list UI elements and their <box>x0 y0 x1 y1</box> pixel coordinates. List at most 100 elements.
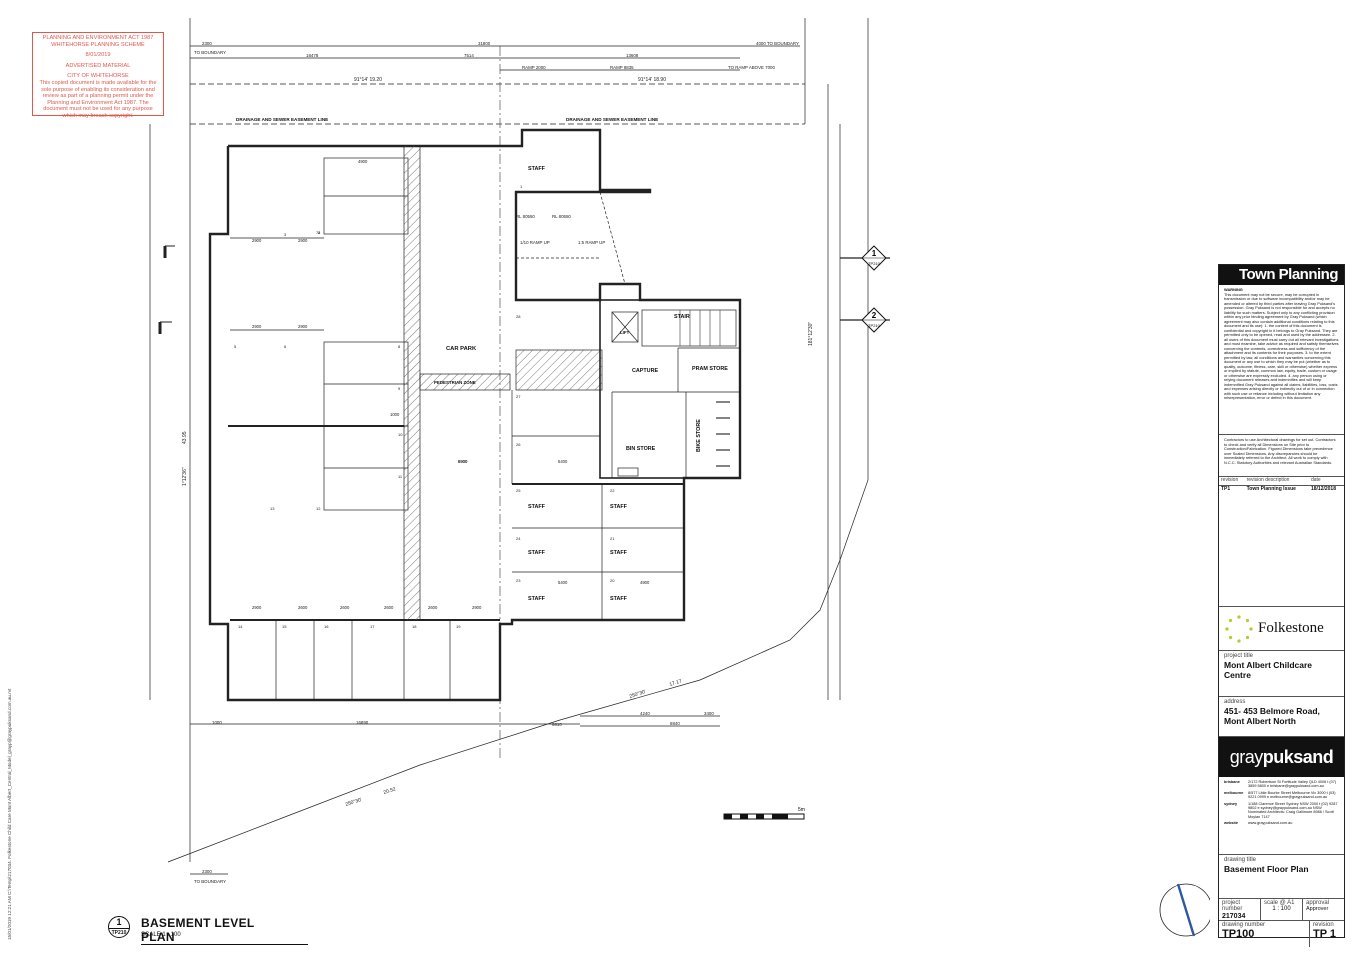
plan-title-number: 1 <box>109 917 129 929</box>
dim-bottom-boundary: 2300 <box>202 869 212 874</box>
project-title-label: project title <box>1224 653 1254 659</box>
room-label-staff-d: STAFF <box>610 550 628 556</box>
bay-dimension-label: 2600 <box>428 605 438 610</box>
bay-dimension-label: 2600 <box>384 605 394 610</box>
bay-dimension-label: 2600 <box>298 605 308 610</box>
label-easement-left: DRAINAGE AND SEWER EASEMENT LINE <box>236 117 328 122</box>
drawing-title-label: drawing title <box>1224 857 1257 863</box>
basement-floor-plan-drawing: 5m 1 TP210 2 TP210 STAFF CAR PARK PEDEST… <box>149 18 1210 937</box>
room-label-bin-store: BIN STORE <box>626 446 656 452</box>
office-item: sydney 1/188 Clarence Street Sydney NSW 2… <box>1224 802 1339 820</box>
dim-top-left: 2300 <box>202 41 212 46</box>
section-tag-1: 1 TP210 <box>861 245 887 271</box>
label-distance-3: 17.17 <box>669 678 683 688</box>
label-distance-left: 43.95 <box>182 431 188 444</box>
bay-dimension-label: 2900 <box>472 605 482 610</box>
approval-label: approval <box>1306 900 1330 906</box>
bay-number-label: 26 <box>516 442 521 447</box>
bay-number-label: 17 <box>370 624 375 629</box>
plan-title-block: 1 TP210 BASEMENT LEVEL PLAN SCALE 1 : 10… <box>108 916 308 945</box>
dim-top-c: 7514 <box>464 53 474 58</box>
bay-number-label: 5 <box>234 344 237 349</box>
bay-number-label: 2 <box>318 230 321 235</box>
bay-dimension-label: 2900 <box>298 238 308 243</box>
warning-heading: WARNING <box>1224 287 1243 292</box>
label-to-boundary-top: TO BOUNDARY <box>194 50 226 55</box>
file-path-note: 15/01/2019 12:21 AM C:\Temp\217034. Folk… <box>4 689 14 940</box>
bay-dimension-label: 6900 <box>458 459 468 464</box>
bay-number-label: 20 <box>610 578 615 583</box>
bay-dimension-label: 2900 <box>298 324 308 329</box>
room-label-staff-c: STAFF <box>528 550 546 556</box>
rev-cell-description: Town Planning Issue <box>1246 485 1296 492</box>
label-bearing-2: 91°14' 18.90 <box>638 77 666 83</box>
rev-cell-revision: TP1 <box>1221 485 1231 492</box>
warning-text: This document may not be secure, may be … <box>1224 291 1339 400</box>
office-text: 8/577 Little Bourke Street Melbourne Vic… <box>1248 790 1336 800</box>
bay-dimension-label: 4900 <box>358 159 368 164</box>
office-city: sydney <box>1224 801 1238 806</box>
dim-bottom-right: 6810 <box>552 722 562 727</box>
label-easement-right: DRAINAGE AND SEWER EASEMENT LINE <box>566 117 658 122</box>
bay-number-label: 27 <box>516 394 521 399</box>
stamp-act: PLANNING AND ENVIRONMENT ACT 1987 <box>42 35 154 41</box>
room-label-bike-store: BIKE STORE <box>696 419 702 452</box>
client-name: Folkestone <box>1258 619 1324 636</box>
dim-bottom-3: 8840 <box>670 721 680 726</box>
dim-top-b: 13608 <box>626 53 639 58</box>
revision-label: revision <box>1313 922 1334 928</box>
label-bearing-left: 1°12'36" <box>182 467 188 486</box>
bay-number-label: 1 <box>520 184 523 189</box>
rev-cell-date: 18/12/2018 <box>1310 485 1336 492</box>
room-label-car-park: CAR PARK <box>446 346 477 352</box>
stamp-date: 8/01/2019 <box>85 52 111 59</box>
room-label-pram-store: PRAM STORE <box>692 366 728 372</box>
approval-value: Approver <box>1306 905 1329 912</box>
room-label-staff-b: STAFF <box>610 504 628 510</box>
bay-dimension-label: 2900 <box>252 238 262 243</box>
bay-number-label: 15 <box>282 624 287 629</box>
bay-number-label: 19 <box>456 624 461 629</box>
bay-number-label: 6 <box>284 344 287 349</box>
room-label-staff-a: STAFF <box>528 504 546 510</box>
bay-number-label: 4 <box>318 230 321 235</box>
project-title-value: Mont Albert Childcare Centre <box>1224 659 1312 680</box>
bay-dimension-label: 2900 <box>252 605 262 610</box>
office-text: www.graypuksand.com.au <box>1248 821 1293 826</box>
drawing-number-label: drawing number <box>1222 922 1266 928</box>
rev-header-revision: revision <box>1219 477 1245 486</box>
office-text: 1/188 Clarence Street Sydney NSW 2000 t … <box>1248 801 1338 819</box>
basement-outer-wall <box>208 128 742 702</box>
drawing-title-block: Town Planning WARNING This document may … <box>1218 264 1345 947</box>
section-1-ref: TP210 <box>868 261 881 266</box>
label-ramp-8835: RAMP 8835 <box>610 65 634 70</box>
bay-number-label: 28 <box>516 314 521 319</box>
warning-section: WARNING This document may not be secure,… <box>1219 285 1344 435</box>
scale-bar: 5m <box>723 807 805 820</box>
planning-stamp: PLANNING AND ENVIRONMENT ACT 1987 WHITEH… <box>32 32 164 119</box>
project-title-section: project title Mont Albert Childcare Cent… <box>1219 651 1344 697</box>
section-2-ref: TP210 <box>868 323 881 328</box>
bay-number-label: 13 <box>270 506 275 511</box>
label-bearing-1: 91°14' 19.20 <box>354 77 382 83</box>
dim-bottom-left: 1000 <box>212 720 222 725</box>
bay-dimension-label: 5400 <box>558 459 568 464</box>
rev-header-description: revision description <box>1244 477 1309 486</box>
address-value: 451- 453 Belmore Road, Mont Albert North <box>1224 705 1320 726</box>
drawing-title-section: drawing title Basement Floor Plan <box>1219 855 1344 899</box>
plan-title-text: BASEMENT LEVEL PLAN <box>141 916 308 945</box>
bay-number-label: 21 <box>610 536 615 541</box>
label-ramp-2000: RAMP 2000 <box>522 65 546 70</box>
bay-dimension-label: 6900 <box>458 459 468 464</box>
bay-number-label: 16 <box>324 624 329 629</box>
bay-dimension-label: 5400 <box>558 580 568 585</box>
notes-section: Contractors to use Architectural drawing… <box>1219 435 1344 477</box>
scale-value: 1 : 100 <box>1272 905 1291 912</box>
office-city: website <box>1224 821 1238 826</box>
label-to-ramp-above: TO RAMP ABOVE 7000 <box>728 65 775 70</box>
project-number-label: project number <box>1222 900 1243 912</box>
